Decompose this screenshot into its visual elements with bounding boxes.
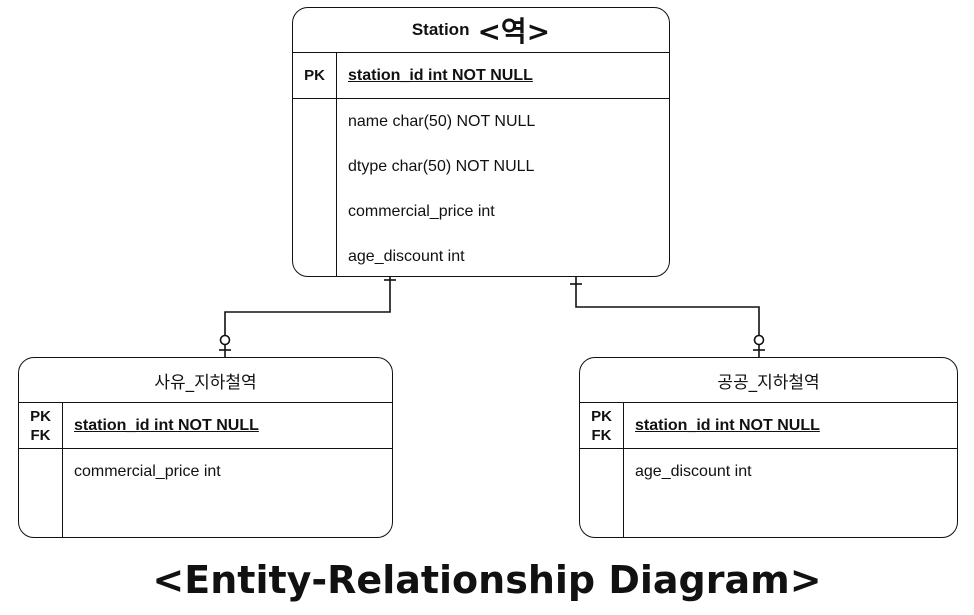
station-title-text: Station xyxy=(411,20,470,39)
pk-label: PK xyxy=(30,407,51,425)
station-key-col: PK xyxy=(293,53,337,98)
public-attr-key-col xyxy=(580,449,624,537)
station-attr-key-col xyxy=(293,99,337,276)
public-pk-field: station_id int NOT NULL xyxy=(635,416,820,434)
private-subway-title-text: 사유_지하철역 xyxy=(154,372,257,393)
station-entity[interactable]: Station <역> PK station_id int NOT NULL n… xyxy=(292,7,670,277)
station-attr-row: name char(50) NOT NULL dtype char(50) NO… xyxy=(293,99,669,276)
zero-marker-private xyxy=(219,334,231,346)
private-pk-row: PK FK station_id int NOT NULL xyxy=(19,403,392,449)
private-attributes: commercial_price int xyxy=(63,449,221,537)
private-subway-title: 사유_지하철역 xyxy=(19,358,392,403)
fk-label: FK xyxy=(591,426,612,444)
station-pk-field: station_id int NOT NULL xyxy=(348,66,533,84)
pk-label: PK xyxy=(304,67,325,84)
private-key-col: PK FK xyxy=(19,403,63,448)
zero-marker-public xyxy=(753,334,765,346)
attribute: age_discount int xyxy=(348,247,465,265)
public-key-col: PK FK xyxy=(580,403,624,448)
attribute: commercial_price int xyxy=(348,202,495,220)
private-attr-key-col xyxy=(19,449,63,537)
relationship-line-public xyxy=(575,276,760,357)
attribute: age_discount int xyxy=(635,462,752,480)
pk-label: PK xyxy=(591,407,612,425)
private-pk-field: station_id int NOT NULL xyxy=(74,416,259,434)
public-pk-row: PK FK station_id int NOT NULL xyxy=(580,403,957,449)
public-subway-entity[interactable]: 공공_지하철역 PK FK station_id int NOT NULL ag… xyxy=(579,357,958,538)
public-attr-row: age_discount int xyxy=(580,449,957,537)
public-attributes: age_discount int xyxy=(624,449,752,537)
attribute: name char(50) NOT NULL xyxy=(348,112,536,130)
private-subway-entity[interactable]: 사유_지하철역 PK FK station_id int NOT NULL co… xyxy=(18,357,393,538)
fk-label: FK xyxy=(30,426,51,444)
station-entity-title: Station <역> xyxy=(293,8,669,53)
station-attributes: name char(50) NOT NULL dtype char(50) NO… xyxy=(337,99,536,276)
public-subway-title-text: 공공_지하철역 xyxy=(717,372,820,393)
station-pk-row: PK station_id int NOT NULL xyxy=(293,53,669,99)
public-subway-title: 공공_지하철역 xyxy=(580,358,957,403)
attribute: commercial_price int xyxy=(74,462,221,480)
station-title-ko: <역> xyxy=(477,15,551,48)
relationship-line-private xyxy=(224,276,391,357)
private-attr-row: commercial_price int xyxy=(19,449,392,537)
attribute: dtype char(50) NOT NULL xyxy=(348,157,535,175)
diagram-caption: <Entity-Relationship Diagram> xyxy=(152,558,822,602)
